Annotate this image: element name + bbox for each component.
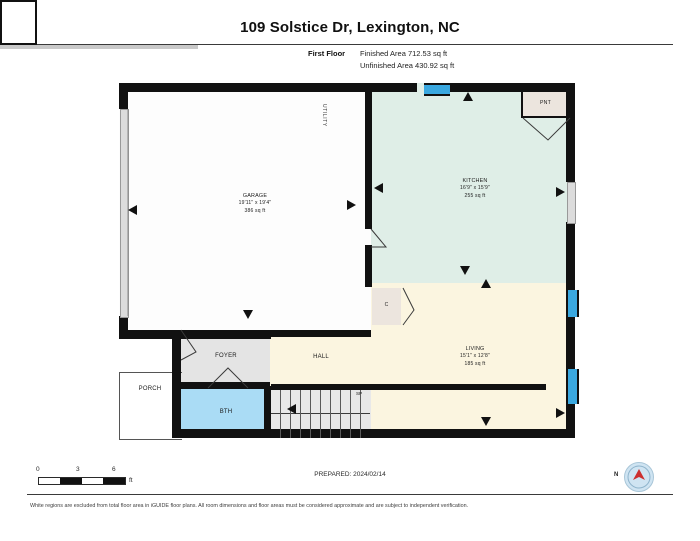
wall-pnt-left	[521, 90, 523, 118]
wall-right-mid-1	[566, 222, 575, 290]
room-label-closet: C	[384, 302, 389, 308]
wall-top-right-b	[449, 83, 575, 92]
direction-arrow-kitchen-right	[556, 187, 565, 197]
wall-bath-right	[264, 386, 271, 438]
room-hall-fill	[270, 330, 371, 386]
unfinished-area-text: Unfinished Area 430.92 sq ft	[360, 61, 455, 70]
room-label-utility: UTILITY	[321, 104, 327, 127]
scale-segment	[103, 478, 125, 484]
room-label-living: LIVING 15'1" x 12'8" 185 sq ft	[459, 346, 491, 367]
stair-step	[320, 390, 321, 438]
scale-tick-6: 6	[112, 466, 116, 473]
closet-pnt-fill	[521, 90, 570, 118]
scale-segment	[82, 478, 103, 484]
window-right-upper	[566, 290, 579, 317]
wall-porch-right	[172, 330, 181, 438]
direction-arrow-kitchen-left	[374, 183, 383, 193]
stair-handrail	[0, 45, 198, 49]
room-porch-fill	[119, 372, 181, 438]
room-label-garage: GARAGE 19'11" x 19'4" 386 sq ft	[238, 193, 272, 214]
stair-label: SP	[356, 391, 363, 396]
wall-top-left	[119, 83, 371, 92]
direction-arrow-garage-left	[128, 205, 137, 215]
wall-pnt-bottom	[521, 116, 570, 118]
wall-left-bottom	[119, 316, 128, 339]
room-label-porch: PORCH	[138, 386, 162, 392]
footer-divider	[27, 494, 673, 495]
sliding-door-right	[567, 182, 576, 224]
scale-segment	[60, 478, 82, 484]
stair-step	[290, 390, 291, 438]
room-label-kitchen: KITCHEN 16'9" x 15'9" 255 sq ft	[459, 178, 491, 199]
window-right-lower	[566, 369, 579, 404]
wall-garage-bottom	[119, 330, 271, 339]
wall-interior-vertical-upper	[365, 83, 372, 229]
room-label-bath: BTH	[219, 409, 233, 415]
wall-bottom	[181, 429, 575, 438]
wall-stair-top	[271, 384, 546, 390]
wall-left-top	[119, 83, 128, 109]
header-divider	[27, 44, 673, 45]
wall-hall-top	[271, 330, 371, 337]
room-garage-fill	[119, 83, 371, 331]
stair-step	[300, 390, 301, 438]
staircase	[271, 390, 370, 438]
page-title: 109 Solstice Dr, Lexington, NC	[240, 19, 460, 36]
scale-tick-0: 0	[36, 466, 40, 473]
scale-bar	[38, 477, 126, 485]
stair-step	[310, 390, 311, 438]
direction-arrow-living-right	[556, 408, 565, 418]
stair-step	[330, 390, 331, 438]
direction-arrow-kitchen-bottom	[460, 266, 470, 275]
stair-step	[360, 390, 361, 438]
direction-arrow-kitchen-top	[463, 92, 473, 101]
disclaimer-text: White regions are excluded from total fl…	[30, 503, 469, 509]
wall-right-lower	[566, 404, 575, 438]
wall-right-upper	[566, 83, 575, 182]
stair-step	[340, 390, 341, 438]
direction-arrow-garage-bottom	[243, 310, 253, 319]
compass-north-label: N	[614, 472, 619, 478]
direction-arrow-living-top	[481, 279, 491, 288]
room-label-foyer: FOYER	[215, 353, 237, 359]
wall-foyer-bath	[181, 382, 270, 389]
finished-area-text: Finished Area 712.53 sq ft	[360, 49, 448, 58]
direction-arrow-garage-right	[347, 200, 356, 210]
stair-step	[280, 390, 281, 438]
wall-right-mid-2	[566, 317, 575, 369]
floor-label: First Floor	[308, 49, 346, 58]
window-top	[424, 83, 450, 96]
prepared-date: PREPARED: 2024/02/14	[314, 471, 386, 478]
closet-c-outline	[0, 0, 37, 45]
stair-step	[350, 390, 351, 438]
direction-arrow-living-bottom	[481, 417, 491, 426]
direction-arrow-stairs	[287, 404, 296, 414]
room-label-pnt: PNT	[540, 100, 551, 106]
porch-outline	[119, 372, 182, 440]
closet-c-fill	[372, 288, 401, 325]
scale-unit-label: ft	[129, 477, 133, 484]
scale-tick-3: 3	[76, 466, 80, 473]
wall-interior-vertical-lower	[365, 245, 372, 287]
compass-rose	[624, 462, 654, 492]
room-label-hall: HALL	[313, 354, 329, 360]
compass-needle-icon	[627, 465, 651, 489]
scale-segment	[39, 478, 60, 484]
wall-top-right-a	[371, 83, 417, 92]
